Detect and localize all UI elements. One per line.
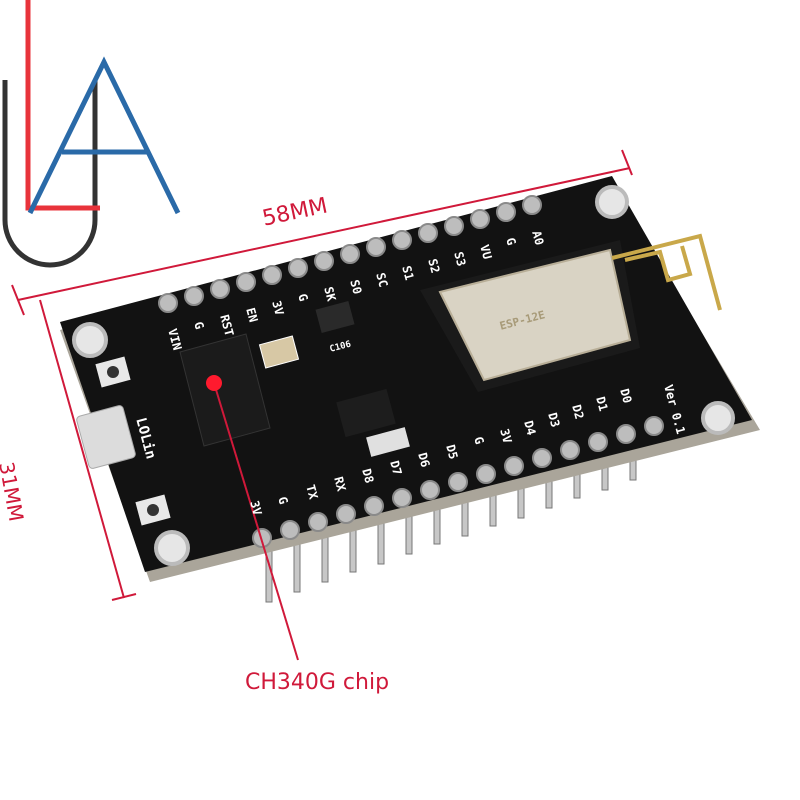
bottom-pin-holes [252,416,664,548]
antenna-trace [611,233,722,311]
micro-usb-port [76,405,136,469]
top-pin-holes [158,195,542,313]
mount-hole [701,401,735,435]
chip-marker-dot [206,375,222,391]
regulator-tab [366,427,410,457]
mount-hole [595,185,629,219]
mount-hole [154,530,190,566]
ch340g-chip [179,333,271,447]
chip-pointer [206,375,299,661]
capacitor [315,301,355,333]
crystal [258,335,300,369]
brand-logo [2,0,181,268]
width-dimension [11,149,633,316]
height-dimension [39,299,137,601]
logo-letter-u [2,80,98,268]
chip-label: CH340G chip [245,670,390,695]
esp-shield [438,248,632,382]
pcb-board [60,176,760,582]
voltage-regulator [336,388,396,438]
logo-letter-l [25,0,100,211]
logo-letter-a [27,56,181,215]
mount-hole [72,322,108,358]
